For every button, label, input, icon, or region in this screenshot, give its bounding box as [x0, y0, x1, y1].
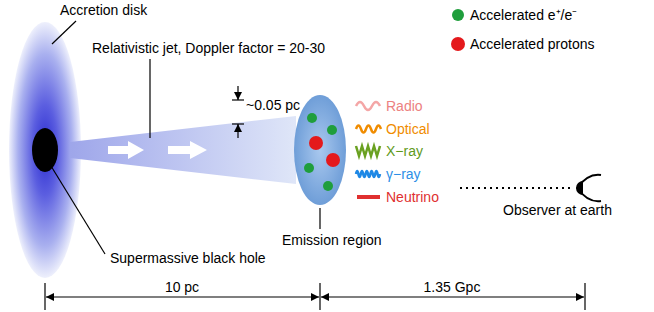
legend-swatch: [451, 37, 465, 51]
black-hole: [32, 128, 58, 172]
dimension-tick: [44, 283, 45, 310]
band-label: Radio: [386, 98, 423, 114]
dimension-arrow: [237, 124, 238, 138]
electron-dot: [307, 113, 317, 123]
gamma-wave: [356, 171, 380, 177]
part-label: Supermassive black hole: [110, 250, 266, 266]
band-label: Neutrino: [386, 189, 439, 205]
leader-line: [51, 166, 105, 254]
line-of-sight: [460, 187, 570, 189]
dimension-label: ~0.05 pc: [246, 97, 300, 113]
dimension-tick: [584, 283, 585, 310]
jet: [70, 116, 296, 184]
eye-pupil: [576, 181, 583, 195]
dimension-line: [321, 296, 584, 297]
flow-arrow: [108, 141, 144, 159]
dimension-label: 10 pc: [165, 279, 199, 295]
legend-text: Accelerated protons: [470, 36, 595, 52]
electron-dot: [327, 125, 337, 135]
part-label: Accretion disk: [60, 2, 147, 18]
xray-wave: [356, 146, 380, 156]
emission-region: [294, 95, 346, 205]
part-label: Observer at earth: [503, 202, 612, 218]
leader-line: [319, 208, 320, 229]
dimension-line: [46, 296, 319, 297]
band-label: X−ray: [386, 143, 423, 159]
proton-dot: [309, 136, 323, 150]
part-label: Emission region: [282, 232, 382, 248]
band-label: γ−ray: [386, 166, 421, 182]
dimension-tick: [319, 283, 320, 310]
flow-arrow: [168, 141, 207, 159]
optical-wave: [356, 126, 381, 133]
band-label: Optical: [386, 121, 430, 137]
electron-dot: [323, 181, 333, 191]
legend-text: Accelerated e⁺/e⁻: [470, 7, 577, 23]
legend-swatch: [452, 9, 464, 21]
dimension-arrow: [237, 86, 238, 100]
electron-dot: [304, 163, 314, 173]
dimension-label: 1.35 Gpc: [424, 279, 481, 295]
radio-wave: [356, 102, 380, 110]
proton-dot: [326, 153, 340, 167]
neutrino-bar: [357, 195, 380, 199]
leader-line: [149, 59, 150, 138]
leader-line: [52, 21, 76, 44]
part-label: Relativistic jet, Doppler factor = 20-30: [92, 40, 325, 56]
